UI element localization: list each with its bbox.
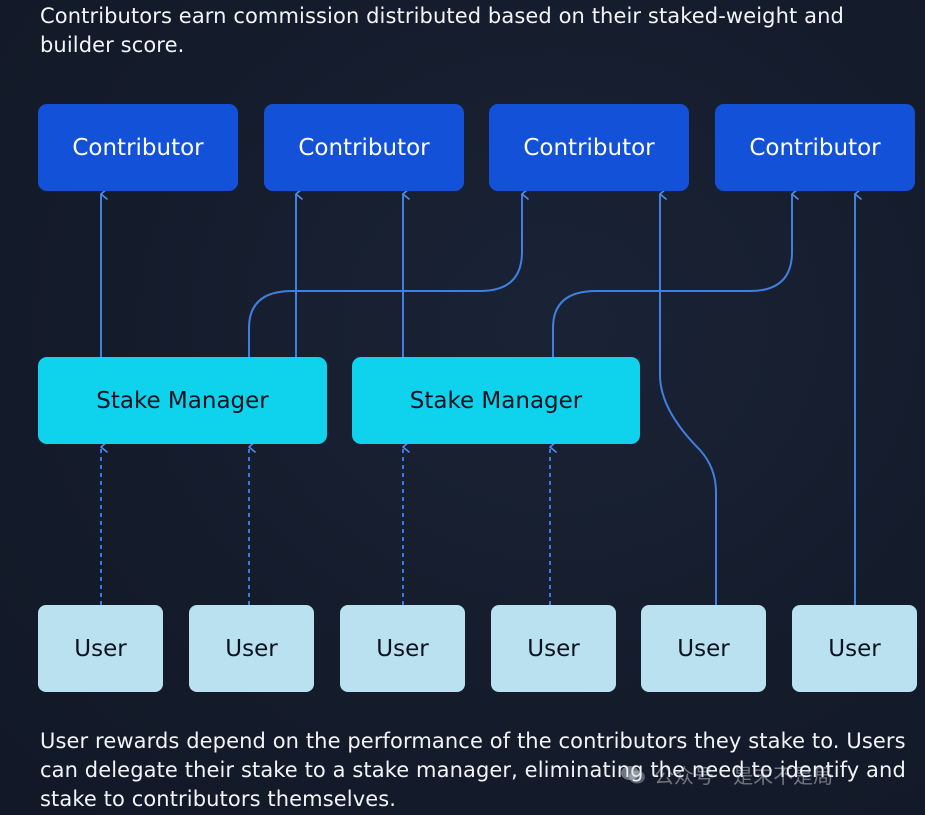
edge-manager1-contributor3 (248, 188, 529, 357)
contributor-node-3: Contributor (489, 104, 689, 191)
contributor-node-4: Contributor (715, 104, 915, 191)
stake-manager-node-2: Stake Manager (352, 357, 640, 444)
user-node-2: User (189, 605, 314, 692)
watermark-text: 公众号 · 是末不是局 (654, 764, 834, 788)
user-node-1: User (38, 605, 163, 692)
user-node-3: User (340, 605, 465, 692)
user-node-6: User (792, 605, 917, 692)
user-node-5: User (641, 605, 766, 692)
contributor-node-2: Contributor (264, 104, 464, 191)
edge-user5-contributor3 (659, 188, 717, 605)
contributor-node-1: Contributor (38, 104, 238, 191)
caption-top: Contributors earn commission distributed… (40, 4, 844, 57)
edge-manager2-contributor4 (552, 188, 799, 357)
watermark: 公众号 · 是末不是局 (620, 760, 833, 789)
stake-manager-node-1: Stake Manager (38, 357, 327, 444)
wechat-icon (621, 765, 645, 783)
user-node-4: User (491, 605, 616, 692)
caption-bottom: User rewards depend on the performance o… (40, 729, 906, 811)
